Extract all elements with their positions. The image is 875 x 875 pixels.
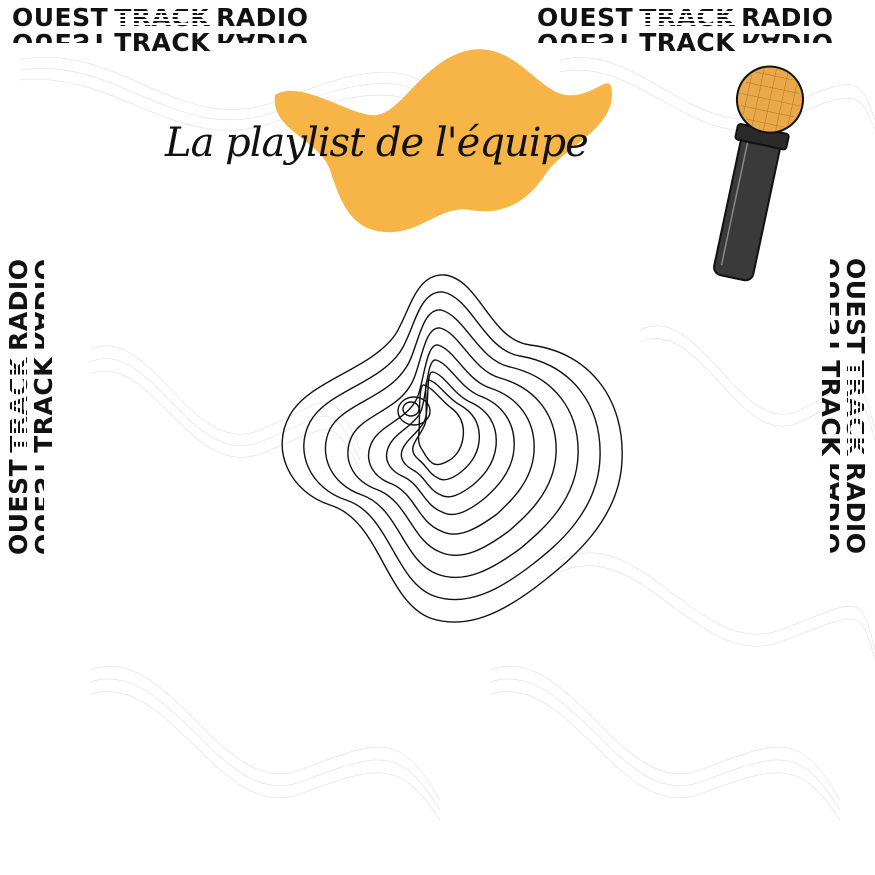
page-title: La playlist de l'équipe — [165, 120, 589, 166]
